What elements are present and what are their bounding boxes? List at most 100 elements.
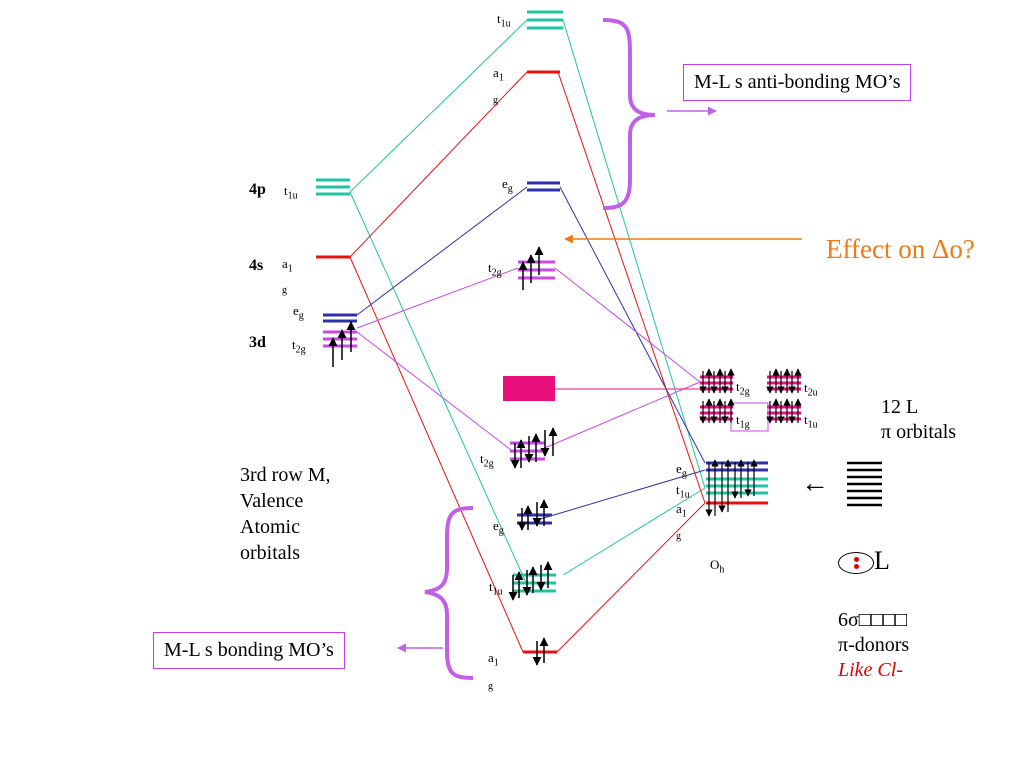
label-mo-a1g-top-g: g <box>493 95 498 106</box>
label-lig-eg: eg <box>676 462 687 480</box>
pi-stack-arrow: ← <box>801 468 829 499</box>
sub: 1 <box>493 657 499 669</box>
sym: O <box>710 557 720 572</box>
ligand-pi-electrons <box>699 368 802 424</box>
sym: e <box>502 176 508 191</box>
label-3d: 3d <box>249 334 266 351</box>
sub: 2g <box>739 386 750 398</box>
mo-a1g-bonding-electrons <box>532 637 549 666</box>
sub: 1u <box>807 419 818 431</box>
mo-t1u-antibonding-level <box>527 10 563 30</box>
lone-pair-dot-top <box>854 557 859 563</box>
sub: 1 <box>287 263 293 275</box>
sub: g <box>681 468 687 480</box>
antibonding-brace <box>602 18 656 210</box>
label-mo-a1g-low-g: g <box>488 681 493 692</box>
sym: t <box>676 482 680 497</box>
sub: 1u <box>492 586 503 598</box>
label-oh: Oh <box>710 558 724 576</box>
label-4s: 4s <box>249 257 264 274</box>
pi-caption-line2: π orbitals <box>881 421 957 443</box>
ligand-sigma-electrons <box>705 459 758 517</box>
ligand-t2g-level <box>700 375 733 391</box>
label-4p-sym: t1u <box>284 184 298 202</box>
donor-line3: Like Cl- <box>838 659 903 681</box>
label-lig-t1g: t1g <box>736 413 750 431</box>
sub: g <box>498 525 504 537</box>
sub: 1 <box>498 72 504 84</box>
mo-t1u-bonding-electrons <box>508 561 553 601</box>
sym: t <box>497 11 501 26</box>
label-mo-eg-low: eg <box>493 519 504 537</box>
sym: e <box>493 518 499 533</box>
ligand-t1u-pi-level <box>767 405 801 421</box>
label-mo-t1u-top: t1u <box>497 12 511 30</box>
sym: a <box>676 501 682 516</box>
label-4s-sym: a1 <box>282 257 293 275</box>
atomic-3d-eg-level <box>323 313 357 323</box>
valence-caption: 3rd row M, Valence Atomic orbitals <box>240 462 331 566</box>
label-lig-t2g: t2g <box>736 380 750 398</box>
label-lig-t1u: t1u <box>676 483 690 501</box>
ligand-L: L <box>874 546 890 575</box>
sym: t <box>488 260 492 275</box>
label-lig-a1g: a1 <box>676 502 687 520</box>
sub: 1g <box>739 419 750 431</box>
ligand-pi-stack <box>847 461 882 507</box>
bonding-brace <box>424 506 474 680</box>
correlation-lines <box>349 19 706 653</box>
sub: 2u <box>807 387 818 399</box>
label-mo-eg-top: eg <box>502 177 513 195</box>
label-3d-t2g: t2g <box>292 338 306 356</box>
atomic-3d-t2g-level <box>323 330 357 348</box>
valence-line1: 3rd row M, <box>240 464 331 486</box>
sub: 1u <box>287 190 298 202</box>
ligand-lone-pair: L <box>838 546 890 575</box>
label-mo-t2g-upper: t2g <box>488 261 502 279</box>
effect-question: Effect on Δo? <box>826 234 975 264</box>
bonding-label-box: M-L s bonding MO’s <box>153 632 345 669</box>
donor-line1: 6σ□□□□ <box>838 609 908 631</box>
label-4s-g: g <box>282 285 287 296</box>
sub: g <box>507 183 513 195</box>
sym: t <box>292 337 296 352</box>
label-mo-a1g-low: a1 <box>488 651 499 669</box>
valence-line4: orbitals <box>240 542 300 564</box>
sym: t <box>736 379 740 394</box>
sub: 2g <box>483 458 494 470</box>
mo-eg-antibonding-level <box>527 181 560 192</box>
sym: t <box>804 412 808 427</box>
mo-eg-bonding-electrons <box>517 499 549 531</box>
ligand-t2u-level <box>767 375 801 391</box>
sym: e <box>676 461 682 476</box>
nonbonding-pi-block <box>503 376 555 401</box>
label-mo-t2g-lower: t2g <box>480 452 494 470</box>
label-4p: 4p <box>249 181 266 198</box>
sym: t <box>804 380 808 395</box>
sub: g <box>298 310 304 322</box>
atomic-4p-level <box>316 178 350 196</box>
sub: 1u <box>679 489 690 501</box>
valence-line3: Atomic <box>240 516 300 538</box>
pi-caption-line1: 12 L <box>881 396 919 418</box>
label-mo-t1u-low: t1u <box>489 580 503 598</box>
sub: 2g <box>295 344 306 356</box>
donor-line2: π-donors <box>838 634 910 656</box>
lone-pair-icon <box>838 552 874 575</box>
label-3d-eg: eg <box>293 304 304 322</box>
sub: 1u <box>500 18 511 30</box>
mo-t2g-lower-electrons <box>510 427 558 469</box>
atomic-3d-electrons <box>328 321 356 367</box>
label-lig-t2u: t2u <box>804 381 818 399</box>
sym: t <box>480 451 484 466</box>
sym: t <box>284 183 288 198</box>
sym: t <box>489 579 493 594</box>
sub: 1 <box>681 508 687 520</box>
donor-caption: 6σ□□□□ π-donors Like Cl- <box>838 608 909 683</box>
label-lig-a1g-g: g <box>676 531 681 542</box>
sym: a <box>493 65 499 80</box>
label-mo-a1g-top: a1 <box>493 66 504 84</box>
sub: h <box>719 564 725 576</box>
ligand-t1g-level <box>700 405 733 421</box>
